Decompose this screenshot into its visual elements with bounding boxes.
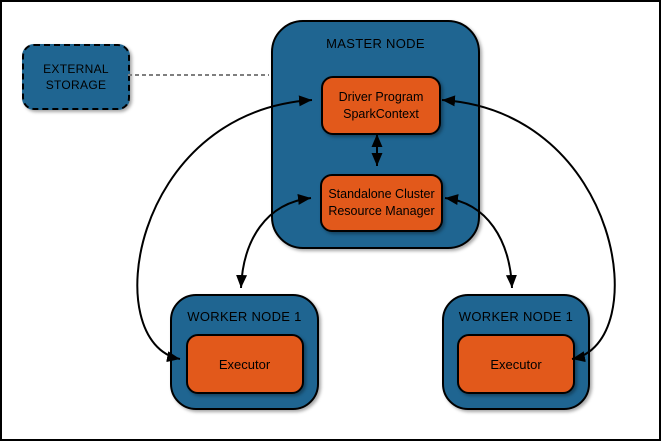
resource-manager-label: Standalone Cluster Resource Manager xyxy=(328,187,435,218)
driver-program-label: Driver Program SparkContext xyxy=(338,89,424,121)
executor-box-left: Executor xyxy=(185,334,304,394)
driver-program-box: Driver Program SparkContext xyxy=(321,76,441,135)
master-node: MASTER NODE Driver Program SparkContext … xyxy=(271,20,480,249)
master-node-title: MASTER NODE xyxy=(326,36,425,51)
worker-node-right-title: WORKER NODE 1 xyxy=(458,309,574,324)
executor-right-label: Executor xyxy=(490,356,542,372)
executor-left-label: Executor xyxy=(218,356,271,372)
worker-node-left-title: WORKER NODE 1 xyxy=(187,309,302,324)
executor-box-right: Executor xyxy=(457,334,575,394)
external-storage-label: EXTERNAL STORAGE xyxy=(43,62,109,92)
external-storage-node: EXTERNAL STORAGE xyxy=(22,44,130,110)
worker-node-left: WORKER NODE 1 Executor xyxy=(170,294,319,410)
resource-manager-box: Standalone Cluster Resource Manager xyxy=(320,174,443,232)
worker-node-right: WORKER NODE 1 Executor xyxy=(442,294,590,410)
